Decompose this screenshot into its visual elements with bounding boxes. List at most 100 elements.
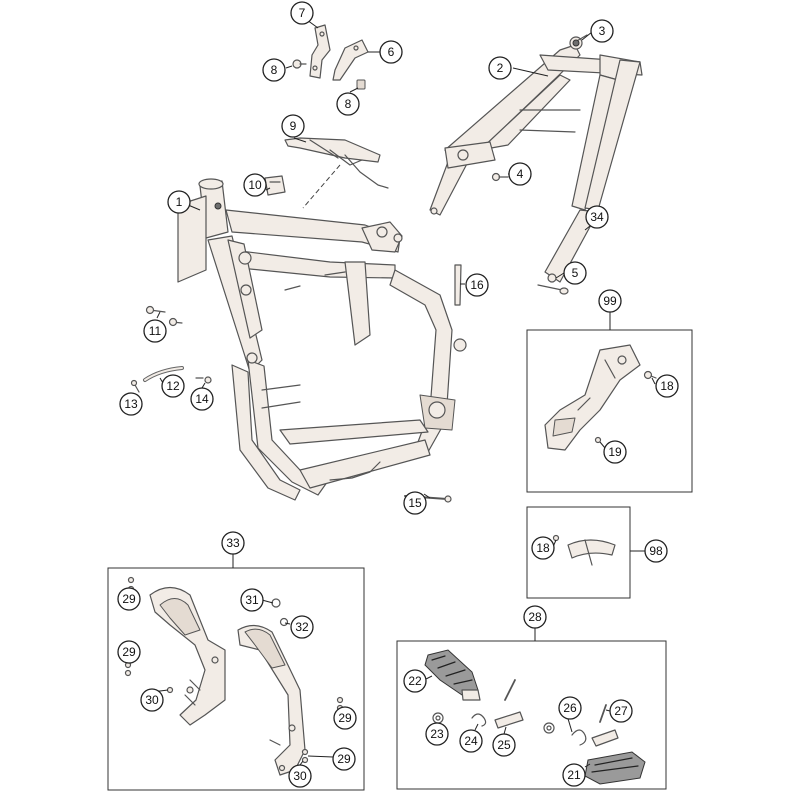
callout-16: 16 bbox=[465, 273, 489, 297]
callout-label: 25 bbox=[497, 738, 511, 752]
callout-24: 24 bbox=[459, 729, 483, 753]
callout-label: 6 bbox=[388, 45, 395, 59]
callout-label: 29 bbox=[338, 711, 352, 725]
callout-30a: 30 bbox=[140, 688, 164, 712]
callout-label: 11 bbox=[149, 324, 162, 338]
callout-label: 21 bbox=[567, 768, 581, 782]
callout-9: 9 bbox=[281, 114, 305, 138]
cable-guide-part-9 bbox=[284, 137, 389, 189]
callout-label: 7 bbox=[299, 6, 306, 20]
callout-label: 34 bbox=[590, 210, 604, 224]
callout-label: 30 bbox=[293, 769, 307, 783]
callout-label: 32 bbox=[295, 620, 309, 634]
callout-label: 99 bbox=[603, 294, 617, 308]
callout-98: 98 bbox=[644, 539, 668, 563]
callout-29a: 29 bbox=[117, 587, 141, 611]
callout-label: 23 bbox=[430, 727, 444, 741]
callout-label: 10 bbox=[248, 178, 262, 192]
bolt-part-4 bbox=[491, 172, 509, 182]
group-box-28 bbox=[396, 640, 667, 790]
callout-label: 29 bbox=[122, 592, 136, 606]
hose-part-12 bbox=[143, 366, 184, 382]
callout-5: 5 bbox=[563, 261, 587, 285]
callout-label: 9 bbox=[290, 119, 297, 133]
callout-label: 33 bbox=[226, 536, 240, 550]
callout-3: 3 bbox=[590, 19, 614, 43]
callout-14: 14 bbox=[190, 387, 214, 411]
callout-label: 29 bbox=[337, 752, 351, 766]
footrest-small-parts bbox=[432, 679, 619, 747]
callout-label: 31 bbox=[245, 593, 259, 607]
callout-18b: 18 bbox=[531, 536, 555, 560]
callout-8b: 8 bbox=[336, 92, 360, 116]
callout-label: 27 bbox=[614, 704, 628, 718]
callout-label: 30 bbox=[145, 693, 159, 707]
callout-8a: 8 bbox=[262, 58, 286, 82]
callout-11: 11 bbox=[143, 319, 167, 343]
bracket-part-6 bbox=[332, 39, 369, 81]
callout-2: 2 bbox=[488, 56, 512, 80]
subframe-part bbox=[429, 36, 643, 283]
group-box-33 bbox=[107, 567, 365, 791]
callout-6: 6 bbox=[379, 40, 403, 64]
callout-29b: 29 bbox=[117, 640, 141, 664]
callout-label: 8 bbox=[271, 63, 278, 77]
callout-label: 24 bbox=[464, 734, 478, 748]
callout-label: 22 bbox=[408, 674, 422, 688]
callout-27: 27 bbox=[609, 699, 633, 723]
nut-part-8b bbox=[356, 79, 366, 90]
main-frame-part bbox=[177, 178, 467, 501]
callout-15: 15 bbox=[403, 491, 427, 515]
footrest-right-part bbox=[584, 751, 646, 785]
callout-4: 4 bbox=[508, 162, 532, 186]
frame-guard-left-part bbox=[149, 586, 226, 726]
callout-label: 5 bbox=[572, 266, 579, 280]
bolt-part-16 bbox=[454, 264, 462, 306]
callout-1: 1 bbox=[167, 190, 191, 214]
callout-label: 29 bbox=[122, 645, 136, 659]
callout-30b: 30 bbox=[288, 764, 312, 788]
callout-10: 10 bbox=[243, 173, 267, 197]
callout-label: 19 bbox=[608, 445, 622, 459]
callout-25: 25 bbox=[492, 733, 516, 757]
callout-31: 31 bbox=[240, 588, 264, 612]
callout-label: 26 bbox=[563, 701, 577, 715]
callout-28: 28 bbox=[523, 605, 547, 629]
footrest-left-part bbox=[424, 649, 481, 701]
callout-label: 15 bbox=[408, 496, 422, 510]
callout-label: 18 bbox=[536, 541, 550, 555]
callout-label: 98 bbox=[649, 544, 663, 558]
bracket-part-7 bbox=[309, 24, 331, 79]
callout-29d: 29 bbox=[332, 747, 356, 771]
callout-26: 26 bbox=[558, 696, 582, 720]
callout-23: 23 bbox=[425, 722, 449, 746]
callout-label: 2 bbox=[497, 61, 504, 75]
callout-32: 32 bbox=[290, 615, 314, 639]
callout-18a: 18 bbox=[655, 374, 679, 398]
callout-label: 3 bbox=[599, 24, 606, 38]
callout-label: 4 bbox=[517, 167, 524, 181]
bolt-part-8a bbox=[292, 59, 307, 69]
callout-19: 19 bbox=[603, 440, 627, 464]
callout-label: 18 bbox=[660, 379, 674, 393]
callout-99: 99 bbox=[598, 289, 622, 313]
callout-21: 21 bbox=[562, 763, 586, 787]
callout-label: 13 bbox=[124, 397, 138, 411]
frame-guard-right-part bbox=[237, 624, 306, 776]
callout-34: 34 bbox=[585, 205, 609, 229]
callout-33: 33 bbox=[221, 531, 245, 555]
clamp-part-10 bbox=[264, 175, 286, 196]
callout-label: 1 bbox=[176, 195, 183, 209]
callout-label: 28 bbox=[528, 610, 542, 624]
bolt-part-5 bbox=[537, 284, 569, 295]
callout-22: 22 bbox=[403, 669, 427, 693]
callout-label: 12 bbox=[166, 379, 180, 393]
screw-part-14 bbox=[195, 376, 212, 384]
callout-13: 13 bbox=[119, 392, 143, 416]
callout-7: 7 bbox=[290, 1, 314, 25]
stand-pad-part bbox=[552, 534, 616, 566]
callout-label: 16 bbox=[470, 278, 484, 292]
callout-12: 12 bbox=[161, 374, 185, 398]
callout-label: 14 bbox=[195, 392, 209, 406]
